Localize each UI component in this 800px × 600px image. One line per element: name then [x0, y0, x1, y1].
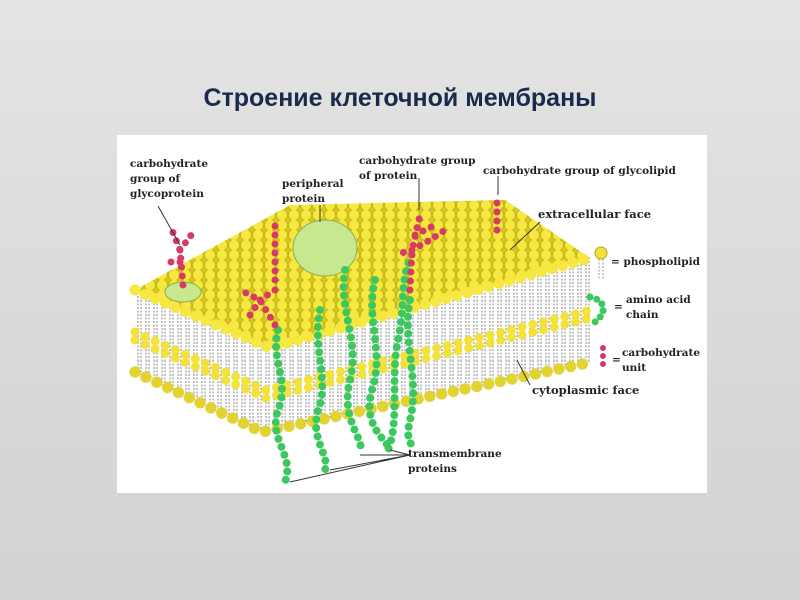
- transmembrane-protein-chains: [271, 256, 418, 486]
- label-protein-carbohydrate: carbohydrate group of protein: [359, 155, 476, 182]
- legend-carbohydrate-unit: =carbohydrate unit: [612, 347, 701, 374]
- membrane-diagram: [129, 176, 608, 486]
- peripheral-protein: [292, 219, 358, 277]
- legend-phospholipid: = phospholipid: [611, 256, 700, 268]
- phospholipid-icon: [594, 246, 608, 279]
- label-peripheral-protein: peripheral protein: [282, 178, 344, 205]
- label-cytoplasmic-face: cytoplasmic face: [532, 383, 640, 397]
- legend-amino-acid-chain: =amino acid chain: [614, 294, 691, 321]
- slide-title: Строение клеточной мембраны: [203, 84, 597, 112]
- amino-acid-chain-icon: [586, 293, 607, 326]
- label-glycoprotein-carbohydrate: carbohydrate group of glycoprotein: [130, 158, 209, 200]
- extracellular-face-surface: [129, 200, 596, 354]
- legend-amino-acid-label: amino acid chain: [626, 294, 691, 321]
- label-extracellular-face: extracellular face: [538, 207, 652, 221]
- legend-carbohydrate-label: carbohydrate unit: [622, 347, 701, 374]
- label-glycolipid-carbohydrate: carbohydrate group of glycolipid: [483, 165, 676, 177]
- label-transmembrane-proteins: transmembrane proteins: [408, 448, 502, 475]
- leader-lines: [157, 176, 541, 483]
- membrane-diagram-panel: carbohydrate group of glycoprotein perip…: [117, 135, 707, 493]
